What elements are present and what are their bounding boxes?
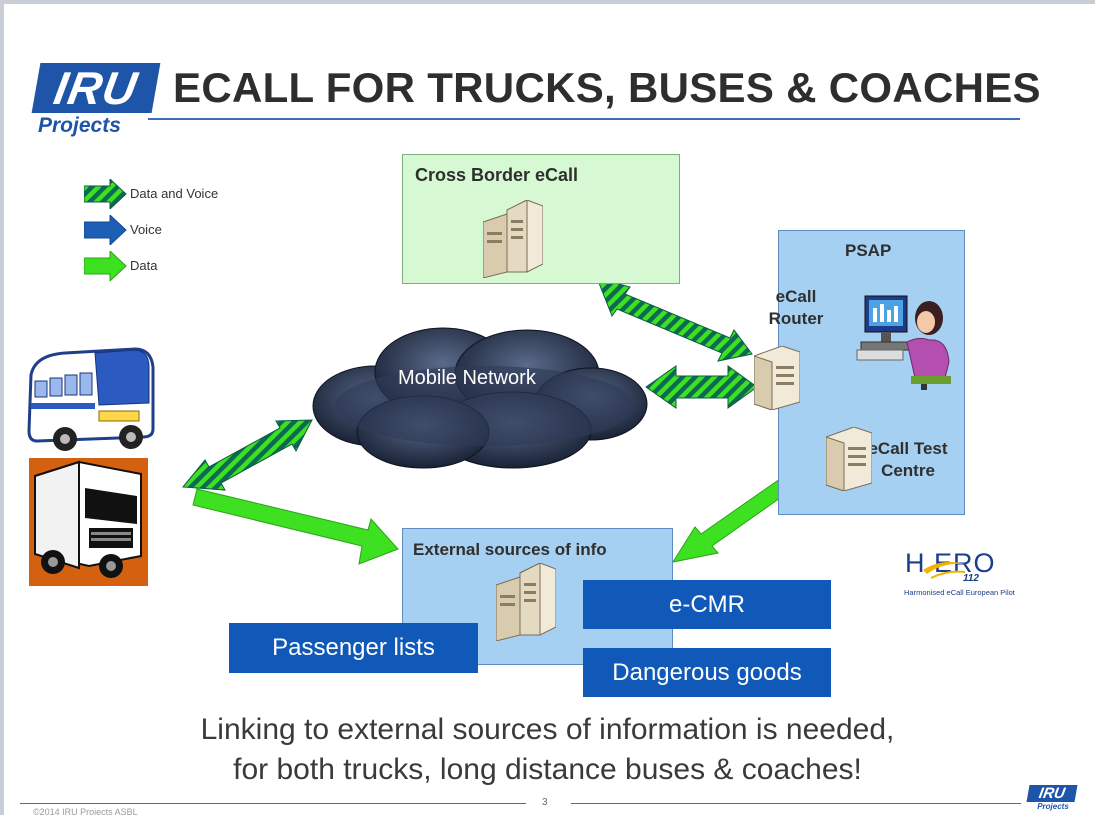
copyright: ©2014 IRU Projects ASBL [33,807,138,815]
striped-arrow-icon [84,179,127,209]
legend: Data and Voice Voice Data [84,177,254,285]
heero-112: 112 [963,573,979,584]
heero-subtitle: Harmonised eCall European Pilot [904,588,1015,597]
arrow-cross-border-router [596,277,753,362]
external-sources-label: External sources of info [413,540,607,559]
legend-item-voice: Voice [84,213,254,249]
arrow-vehicle-network [182,419,313,491]
frame-top-border [0,0,1095,4]
mobile-network-cloud [312,327,648,469]
swoosh-icon [923,562,966,579]
green-arrow-icon [84,251,127,281]
blue-arrow-icon [84,215,127,245]
arrow-network-router [645,365,758,409]
legend-item-data: Data [84,249,254,285]
footer-logo-text: IRU [1026,785,1078,802]
operator-icon [856,295,951,390]
cross-border-label: Cross Border eCall [415,165,579,185]
iru-logo-subtext: Projects [38,114,121,137]
ecmr-tag: e-CMR [583,580,831,629]
legend-label: Voice [130,222,162,237]
caption: Linking to external sources of informati… [20,710,1075,790]
page-number: 3 [542,797,548,808]
server-icon-test-centre [826,427,872,491]
footer-rule-right [571,803,1021,804]
arrow-vehicle-external [192,488,399,565]
ecall-test-centre-label: eCall Test Centre [868,439,948,480]
psap-label: PSAP [845,241,892,260]
dangerous-goods-tag: Dangerous goods [583,648,831,697]
ecall-router-label: eCall Router [768,287,824,328]
legend-label: Data and Voice [130,186,219,201]
iru-projects-logo: IRU Projects [31,62,161,138]
server-icon-external [496,563,556,641]
footer-iru-logo: IRU Projects [1026,785,1078,811]
passenger-lists-tag: Passenger lists [229,623,478,673]
frame-left-border [0,0,4,815]
caption-line-2: for both trucks, long distance buses & c… [233,753,862,786]
footer-logo-subtext: Projects [1037,802,1069,811]
heero-logo: H ERO 112 Harmonised eCall European Pilo… [903,548,1035,603]
legend-item-data-and-voice: Data and Voice [84,177,254,213]
caption-line-1: Linking to external sources of informati… [200,713,895,746]
server-icon-ecall-router [754,346,800,410]
footer-rule-left [20,803,526,804]
truck-panel [29,458,148,586]
title-underline [148,118,1020,120]
page-title: ECALL FOR TRUCKS, BUSES & COACHES [173,64,1041,111]
mobile-network-label: Mobile Network [398,367,536,389]
legend-label: Data [130,258,158,273]
bus-icon [27,347,155,451]
server-icon-cross-border [483,200,543,278]
truck-icon [34,460,142,578]
